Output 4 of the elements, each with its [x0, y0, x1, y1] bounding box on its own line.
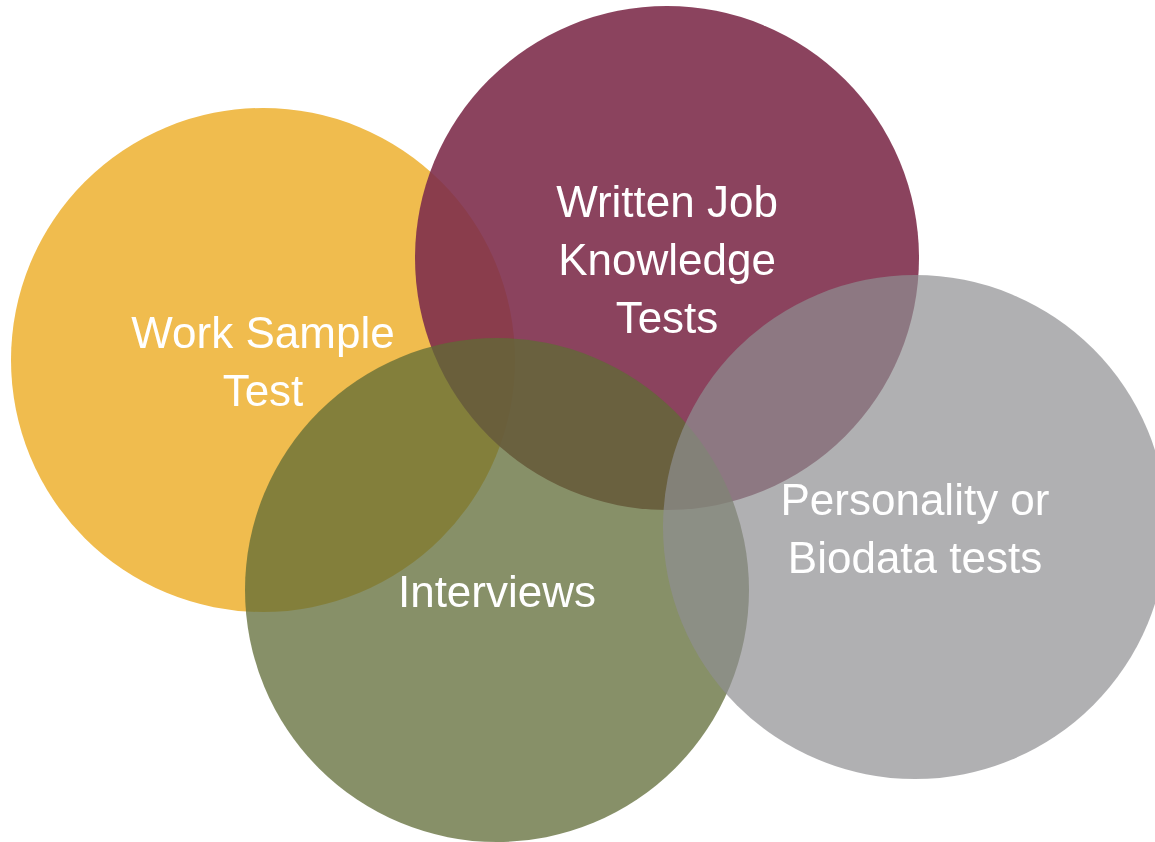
- circle-label: Interviews: [396, 566, 598, 618]
- circle-label: Personality or Biodata tests: [779, 474, 1051, 584]
- circle-label: Written Job Knowledge Tests: [555, 176, 779, 344]
- circle-label: Work Sample Test: [130, 307, 396, 417]
